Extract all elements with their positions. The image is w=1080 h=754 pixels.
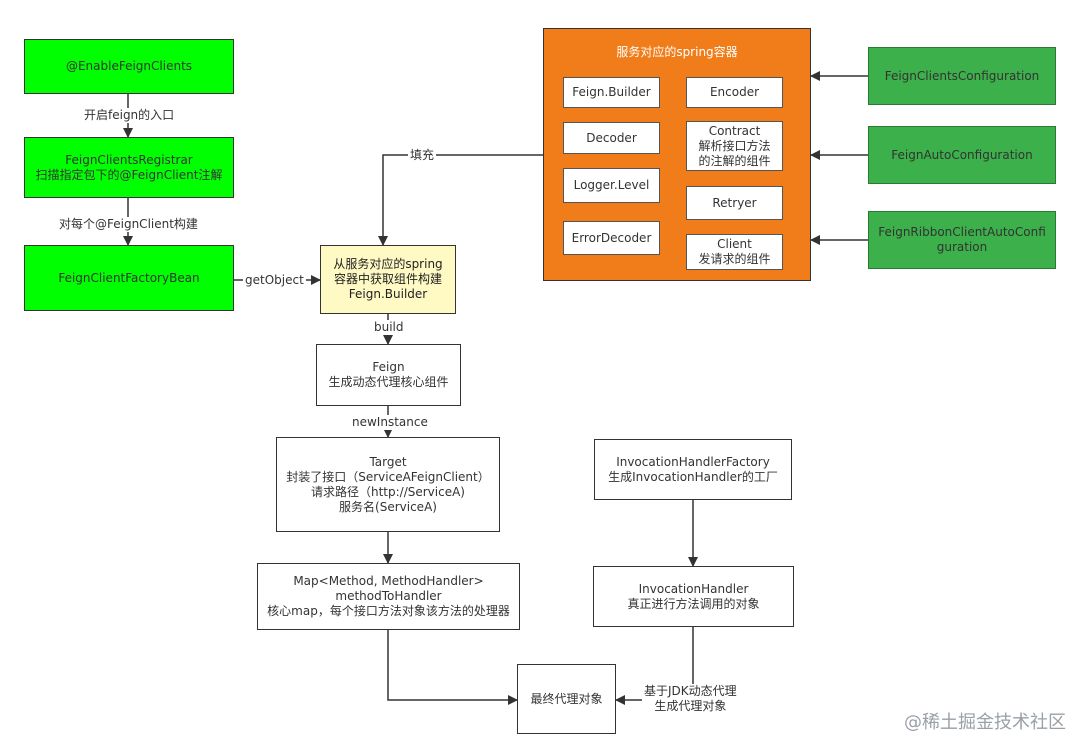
node-method-map-line-2: methodToHandler (335, 589, 442, 603)
node-feign-ribbon-client-auto-configuration-line-1: FeignRibbonClientAutoConfi (878, 225, 1046, 239)
node-final-proxy-line-1: 最终代理对象 (530, 691, 603, 706)
component-feign-builder-line-1: Feign.Builder (572, 85, 651, 99)
node-method-map: Map<Method, MethodHandler>methodToHandle… (257, 563, 520, 630)
node-final-proxy: 最终代理对象 (517, 664, 616, 734)
component-client-line-2: 发请求的组件 (698, 252, 771, 266)
component-contract-line-2: 解析接口方法 (698, 138, 771, 153)
component-logger-level-line-1: Logger.Level (573, 178, 650, 192)
node-method-map-line-3: 核心map，每个接口方法对象该方法的处理器 (267, 604, 510, 618)
edge-label-jdk-proxy: 基于JDK动态代理生成代理对象 (642, 684, 739, 714)
edge-label-jdk-proxy-line-1: 基于JDK动态代理 (644, 684, 737, 698)
node-feign-client-factory-bean: FeignClientFactoryBean (24, 245, 234, 311)
node-builder-from-container-line-2: 容器中获取组件构建 (333, 272, 442, 286)
component-error-decoder: ErrorDecoder (563, 221, 660, 255)
node-feign-clients-configuration-line-1: FeignClientsConfiguration (884, 68, 1040, 83)
component-retryer-line-1: Retryer (712, 195, 757, 210)
edge-container-to-builder (378, 154, 543, 246)
spring-container-title: 服务对应的spring容器 (616, 45, 738, 59)
node-feign-client-factory-bean-line-1: FeignClientFactoryBean (58, 270, 200, 285)
node-feign-auto-configuration: FeignAutoConfiguration (868, 126, 1056, 184)
node-enable-feign-clients: @EnableFeignClients (24, 39, 234, 94)
component-decoder-line-1: Decoder (586, 130, 637, 145)
component-encoder-line-1: Encoder (709, 85, 760, 99)
component-decoder: Decoder (563, 122, 660, 154)
watermark: @稀土掘金技术社区 (904, 712, 1066, 733)
edge-label-fill: 填充 (408, 148, 437, 163)
component-contract-line-3: 的注解的组件 (698, 153, 771, 168)
edge-label-jdk-proxy-line-2: 生成代理对象 (654, 699, 727, 713)
component-error-decoder-line-1: ErrorDecoder (571, 230, 652, 245)
edge-label-new-instance: newInstance (350, 415, 430, 430)
node-invocation-handler-factory-line-1: InvocationHandlerFactory (616, 454, 770, 469)
node-invocation-handler-line-1: InvocationHandler (638, 581, 749, 596)
edge-label-get-object: getObject (243, 273, 306, 288)
node-target-line-1: Target (369, 454, 407, 469)
node-feign-line-2: 生成动态代理核心组件 (328, 375, 449, 389)
edge-map-to-final (387, 630, 518, 705)
node-target-line-2: 封装了接口（ServiceAFeignClient） (286, 469, 490, 484)
component-logger-level: Logger.Level (563, 168, 660, 203)
node-feign-ribbon-client-auto-configuration-line-2: guration (936, 240, 988, 254)
node-target-line-4: 服务名(ServiceA) (339, 499, 437, 514)
node-enable-feign-clients-line-1: @EnableFeignClients (65, 59, 193, 73)
edge-label-entry: 开启feign的入口 (82, 108, 177, 123)
node-invocation-handler-line-2: 真正进行方法调用的对象 (627, 596, 760, 611)
node-method-map-line-1: Map<Method, MethodHandler> (293, 574, 484, 588)
node-invocation-handler-factory-line-2: 生成InvocationHandler的工厂 (608, 469, 778, 484)
component-retryer: Retryer (686, 186, 783, 220)
node-feign-auto-configuration-line-1: FeignAutoConfiguration (891, 147, 1033, 162)
component-contract-line-1: Contract (708, 123, 761, 138)
component-encoder: Encoder (686, 77, 783, 108)
node-feign-clients-registrar-line-2: 扫描指定包下的@FeignClient注解 (35, 167, 223, 182)
node-feign-line-1: Feign (372, 360, 405, 374)
node-builder-from-container-line-3: Feign.Builder (348, 287, 428, 301)
node-builder-from-container-line-1: 从服务对应的spring (333, 257, 443, 271)
component-client-line-1: Client (717, 237, 752, 251)
node-feign-clients-registrar-line-1: FeignClientsRegistrar (65, 152, 193, 167)
edge-label-build: build (372, 320, 406, 335)
node-target-line-3: 请求路径（http://ServiceA) (310, 484, 465, 499)
component-feign-builder: Feign.Builder (563, 77, 660, 108)
edge-label-build-each: 对每个@FeignClient构建 (57, 217, 200, 232)
node-feign-clients-configuration: FeignClientsConfiguration (868, 47, 1056, 105)
